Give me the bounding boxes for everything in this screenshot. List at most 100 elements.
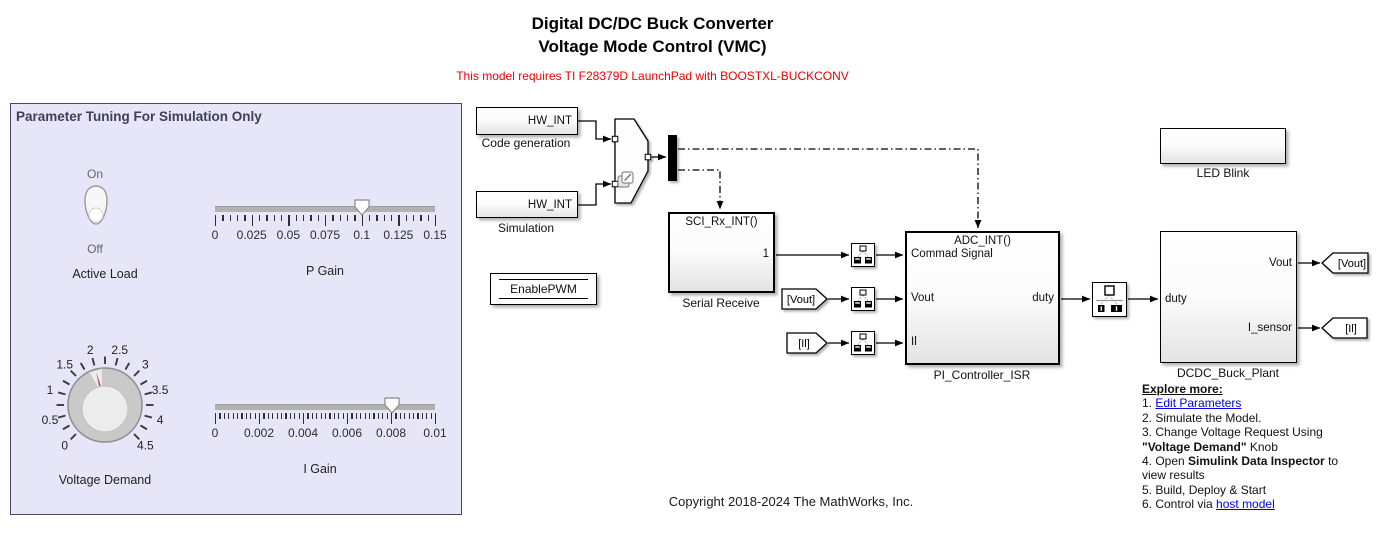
slider-tick (413, 215, 415, 221)
code-generation-port-label: HW_INT (527, 115, 572, 127)
rate-transition-block[interactable] (851, 331, 875, 355)
slider-tick (288, 215, 290, 226)
explore-item: view results (1142, 468, 1376, 482)
p-gain-slider-track[interactable] (215, 206, 435, 212)
explore-item: 6. Control via host model (1142, 497, 1376, 511)
slider-tick (369, 413, 371, 419)
slider-tick (354, 215, 356, 221)
from-tag-il-label: [Il] (798, 338, 810, 350)
pi-in-il: Il (911, 336, 917, 348)
knob-tick-label: 3 (142, 358, 149, 372)
slider-tick (237, 413, 239, 419)
i-gain-slider-track[interactable] (215, 404, 435, 410)
text: 2. Simulate the Model. (1142, 410, 1262, 425)
hyperlink[interactable]: host model (1216, 497, 1275, 512)
button-top-line (499, 279, 588, 281)
slider-tick (413, 413, 415, 419)
i-gain-slider-thumb[interactable] (383, 397, 400, 414)
plant-in-duty: duty (1165, 293, 1187, 305)
slider-tick (215, 413, 217, 424)
rate-transition-block[interactable] (851, 243, 875, 267)
knob-tick (70, 433, 77, 440)
explore-more-heading: Explore more: (1142, 382, 1223, 396)
slider-tick-label: 0.008 (375, 426, 407, 440)
slider-tick (259, 215, 261, 221)
text: 1. (1142, 396, 1156, 411)
slider-tick (338, 413, 340, 419)
knob-tick (133, 370, 140, 377)
slider-tick (245, 413, 247, 419)
knob-tick (91, 357, 96, 366)
slider-tick (272, 413, 274, 419)
slider-tick (325, 413, 327, 419)
switch-knob[interactable] (88, 207, 104, 223)
slider-tick (215, 215, 217, 226)
slider-tick (386, 413, 388, 419)
explore-item: 4. Open Simulink Data Inspector to (1142, 454, 1376, 468)
rate-transition-block[interactable] (1092, 282, 1127, 317)
slider-tick (421, 413, 423, 419)
goto-tag-vout-label: [Vout] (1338, 258, 1366, 270)
voltage-demand-label: Voltage Demand (58, 473, 152, 487)
explore-item: 5. Build, Deploy & Start (1142, 483, 1376, 497)
dcdc-buck-plant-label: DCDC_Buck_Plant (1176, 366, 1280, 380)
knob-tick-label: 0.5 (42, 413, 59, 427)
goto-tag-il[interactable]: [Il] (1321, 317, 1368, 339)
simulation-block[interactable]: HW_INT (476, 191, 578, 218)
rate-transition-icon (1096, 285, 1123, 312)
mux-bar[interactable] (668, 135, 677, 181)
dcdc-buck-plant-block[interactable]: duty Vout I_sensor (1160, 231, 1297, 363)
text: to (1324, 454, 1339, 469)
code-generation-block[interactable]: HW_INT (476, 107, 578, 135)
slider-tick (329, 413, 331, 419)
slider-tick (303, 215, 305, 221)
text: 3. Change Voltage Request Using (1142, 425, 1323, 440)
slider-tick-label: 0.004 (287, 426, 319, 440)
slider-tick (241, 413, 243, 419)
panel-title: Parameter Tuning For Simulation Only (16, 109, 262, 124)
hyperlink[interactable]: Edit Parameters (1155, 396, 1242, 411)
knob-tick (57, 391, 66, 396)
slider-tick (427, 215, 429, 221)
slider-tick-label: 0.006 (331, 426, 363, 440)
slider-tick (377, 413, 379, 419)
slider-tick (298, 413, 300, 419)
serial-receive-block[interactable]: SCI_Rx_INT() 1 (668, 212, 775, 293)
explore-item: 1. Edit Parameters (1142, 396, 1376, 410)
rate-transition-block[interactable] (851, 287, 875, 311)
slider-tick (263, 413, 265, 419)
goto-tag-vout[interactable]: [Vout] (1321, 252, 1369, 274)
slider-tick (399, 413, 401, 419)
model-title-line1: Digital DC/DC Buck Converter (531, 14, 774, 33)
slider-tick (351, 413, 353, 419)
slider-tick (332, 215, 334, 221)
switch-off-label: Off (87, 242, 103, 256)
pi-in-vout: Vout (911, 292, 935, 304)
p-gain-label: P Gain (306, 264, 344, 278)
slider-tick (382, 413, 384, 419)
variant-source-block[interactable] (611, 118, 652, 204)
slider-tick (228, 413, 230, 419)
slider-tick (435, 215, 437, 226)
knob-inner-dial[interactable] (81, 385, 129, 433)
parameter-tuning-panel: Parameter Tuning For Simulation Only (10, 103, 462, 515)
rate-transition-icon (854, 289, 872, 308)
led-blink-block[interactable] (1160, 128, 1286, 164)
slider-tick (244, 215, 246, 221)
knob-tick-label: 4.5 (137, 438, 154, 452)
slider-tick (373, 413, 375, 419)
variant-out-port (644, 153, 652, 161)
text: 6. Control via (1142, 497, 1217, 512)
from-tag-il[interactable]: [Il] (786, 332, 828, 354)
slider-tick (307, 413, 309, 419)
pi-controller-label: PI_Controller_ISR (933, 368, 1031, 382)
p-gain-slider-thumb[interactable] (354, 199, 370, 216)
slider-tick (361, 215, 363, 226)
knob-tick (114, 357, 119, 366)
pi-controller-isr-block[interactable]: ADC_INT() Commad Signal Vout Il duty (905, 231, 1060, 365)
enable-pwm-button[interactable]: EnablePWM (490, 273, 597, 305)
i-gain-ruler (215, 413, 437, 426)
slider-tick (267, 413, 269, 419)
active-load-switch[interactable] (81, 184, 111, 226)
